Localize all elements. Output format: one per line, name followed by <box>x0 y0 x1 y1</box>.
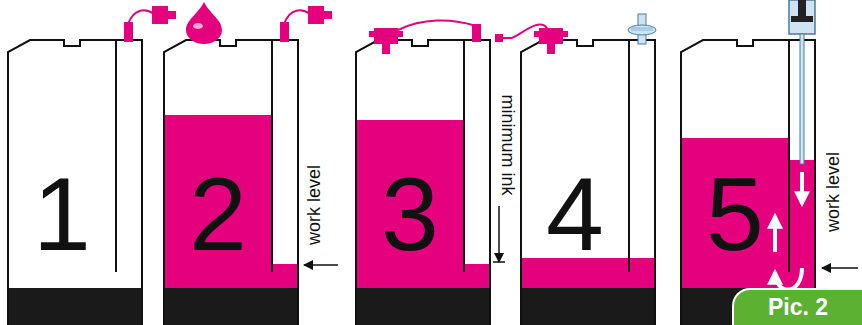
ink-tank <box>8 6 176 325</box>
step-number: 2 <box>189 162 247 266</box>
level-pointer <box>304 264 338 266</box>
level-label: work level <box>824 152 842 232</box>
ink-tank-box: 3 <box>356 140 464 288</box>
ink-tank <box>681 0 815 325</box>
level-label: minimum ink <box>499 94 517 195</box>
step-number: 4 <box>546 162 604 266</box>
step-number: 1 <box>33 162 91 266</box>
step-number: 3 <box>381 162 439 266</box>
level-pointer <box>498 206 500 262</box>
figure-badge: Pic. 2 <box>732 288 862 325</box>
ink-tank <box>356 20 490 325</box>
level-pointer <box>493 261 505 263</box>
step-number: 5 <box>706 162 764 266</box>
level-label: work level <box>305 165 323 245</box>
ink-tank-box: 1 <box>8 140 116 288</box>
ink-tank <box>164 2 332 325</box>
ink-tank-box: 5 <box>681 140 789 288</box>
level-pointer <box>822 267 858 269</box>
ink-tank-box: 2 <box>164 140 272 288</box>
ink-tank <box>495 14 656 325</box>
ink-tank-box: 4 <box>521 140 629 288</box>
figure-label: Pic. 2 <box>768 294 828 321</box>
